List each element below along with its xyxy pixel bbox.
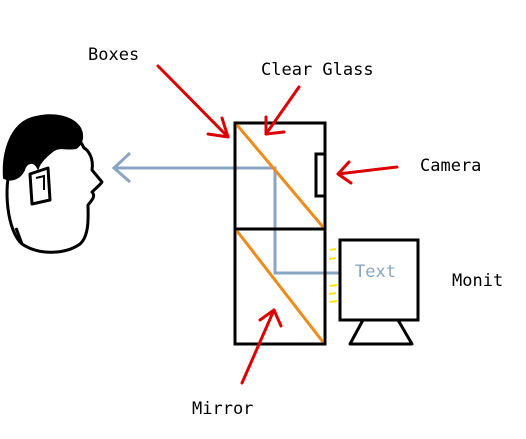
annotation-arrows xyxy=(156,64,399,385)
monitor-screen xyxy=(338,238,420,322)
label-boxes: Boxes xyxy=(88,45,139,65)
glow-line-1 xyxy=(329,248,337,251)
glow-line-5 xyxy=(329,300,338,303)
monitor: Text xyxy=(328,238,420,346)
camera-arrow xyxy=(336,160,399,185)
monitor-screen-text: Text xyxy=(355,262,396,282)
camera-arrow-head xyxy=(336,160,353,185)
hair xyxy=(2,114,84,181)
sightline-path xyxy=(114,166,344,275)
camera-arrow-shaft xyxy=(336,165,399,176)
viewer-head xyxy=(2,114,104,254)
monitor-stand xyxy=(348,318,414,346)
label-clear-glass: Clear Glass xyxy=(261,60,374,80)
camera-body xyxy=(314,152,325,198)
mirror-arrow-head xyxy=(258,308,283,328)
ear xyxy=(28,166,52,206)
clear-glass-arrow-shaft xyxy=(264,85,301,136)
mirror-pane xyxy=(235,230,325,343)
mirror-arrow-shaft xyxy=(240,308,276,385)
lower-box-frame xyxy=(233,227,327,346)
label-monitor: Monit xyxy=(452,271,503,291)
sightline xyxy=(111,151,344,275)
screen-glow xyxy=(328,248,338,303)
glow-line-4 xyxy=(328,292,337,295)
label-camera: Camera xyxy=(420,156,481,176)
label-mirror: Mirror xyxy=(192,399,253,419)
glow-line-3 xyxy=(329,284,338,287)
clear-glass-arrow xyxy=(264,85,301,136)
lower-box xyxy=(233,227,327,346)
boxes-arrow-shaft xyxy=(156,64,230,139)
jaw-line xyxy=(14,227,24,245)
mirror-arrow xyxy=(240,308,283,385)
clear-glass-arrow-head xyxy=(264,115,286,136)
glow-line-2 xyxy=(328,257,337,260)
upper-box xyxy=(233,121,327,231)
sightline-arrowhead xyxy=(111,151,132,184)
boxes-arrow-head xyxy=(206,116,230,139)
clear-glass-pane xyxy=(235,124,325,228)
boxes-arrow xyxy=(156,64,230,139)
ear-inner xyxy=(35,174,45,190)
